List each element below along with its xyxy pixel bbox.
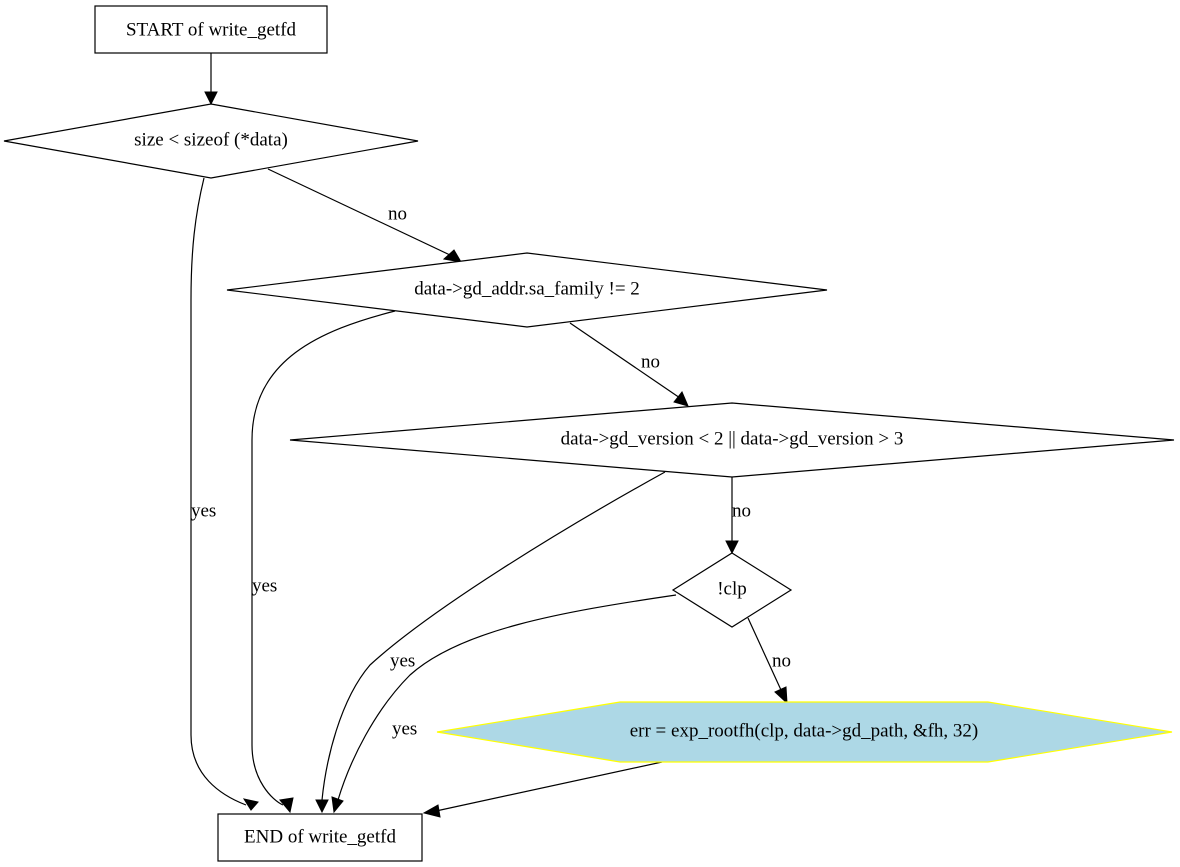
decision-size-check-label: size < sizeof (*data) (134, 129, 288, 150)
arrowhead (774, 686, 788, 705)
edge-label-cond1-no: no (388, 203, 407, 224)
action-node-shape (436, 701, 1173, 763)
decision-version-check: data->gd_version < 2 || data->gd_version… (289, 402, 1175, 478)
arrowhead (422, 804, 441, 818)
edge-label-cond2-no: no (641, 351, 660, 372)
arrowhead (315, 799, 329, 814)
edge-label-cond3-yes: yes (390, 650, 415, 671)
edge-label-cond2-yes: yes (252, 575, 277, 596)
edge-cond2-yes (251, 310, 396, 806)
start-node: START of write_getfd (94, 5, 328, 54)
decision-version-check-label: data->gd_version < 2 || data->gd_version… (561, 428, 904, 449)
edge-label-cond3-no: no (732, 500, 751, 521)
action-node-label: err = exp_rootfh(clp, data->gd_path, &fh… (630, 720, 979, 741)
edge-action-end (435, 761, 663, 812)
edge-label-cond4-yes: yes (392, 718, 417, 739)
edge-cond4-no (747, 617, 782, 691)
arrowhead (725, 540, 739, 555)
edge-label-cond4-no: no (772, 650, 791, 671)
decision-family-check-label: data->gd_addr.sa_family != 2 (414, 278, 640, 299)
decision-clp-check-label: !clp (717, 578, 747, 599)
end-node: END of write_getfd (217, 813, 423, 862)
edge-cond4-yes (337, 594, 677, 801)
arrowhead (331, 796, 344, 814)
end-node-label: END of write_getfd (244, 826, 396, 847)
arrowhead (673, 391, 689, 407)
arrowhead (279, 797, 294, 814)
arrowhead (204, 91, 218, 106)
start-node-label: START of write_getfd (126, 19, 297, 40)
decision-clp-check: !clp (671, 552, 793, 628)
edge-cond1-no (267, 168, 451, 256)
edge-label-cond1-yes: yes (191, 500, 216, 521)
edge-cond3-yes (321, 471, 666, 801)
edge-cond2-no (569, 322, 681, 399)
arrowhead (442, 249, 462, 263)
decision-size-check: size < sizeof (*data) (3, 103, 419, 179)
edge-cond1-yes (190, 177, 247, 806)
action-node: err = exp_rootfh(clp, data->gd_path, &fh… (436, 701, 1173, 763)
arrowhead (242, 798, 259, 811)
decision-family-check: data->gd_addr.sa_family != 2 (226, 252, 828, 328)
